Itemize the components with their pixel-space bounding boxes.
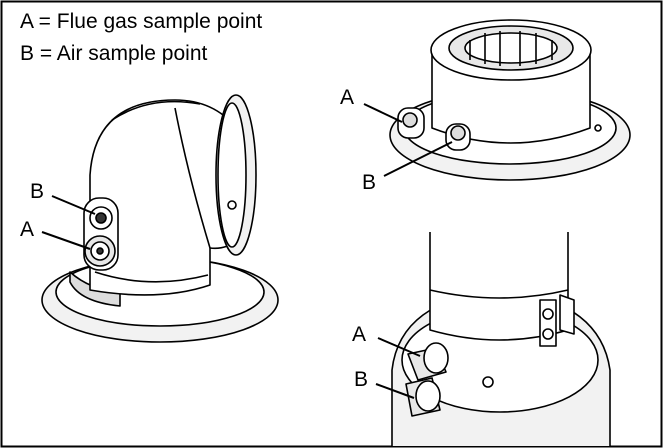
label-adapter-a: A — [340, 86, 354, 109]
elbow-adapter-illustration — [41, 94, 279, 343]
label-elbow-a: A — [20, 218, 34, 241]
leader-elbow-a — [41, 231, 91, 250]
label-pipe-b: B — [354, 368, 368, 391]
legend-line-a: A = Flue gas sample point — [20, 10, 263, 33]
label-adapter-b: B — [362, 171, 376, 194]
legend-line-b: B = Air sample point — [20, 42, 208, 65]
label-elbow-b: B — [30, 180, 44, 203]
leader-pipe-b — [375, 383, 415, 399]
vertical-adapter-illustration — [389, 19, 631, 181]
label-pipe-a: A — [352, 323, 366, 346]
vertical-flue-pipe-illustration — [391, 232, 611, 446]
leader-adapter-b — [383, 141, 453, 177]
leader-adapter-a — [363, 103, 403, 123]
leader-elbow-b — [51, 195, 96, 215]
leader-pipe-a — [377, 337, 421, 357]
